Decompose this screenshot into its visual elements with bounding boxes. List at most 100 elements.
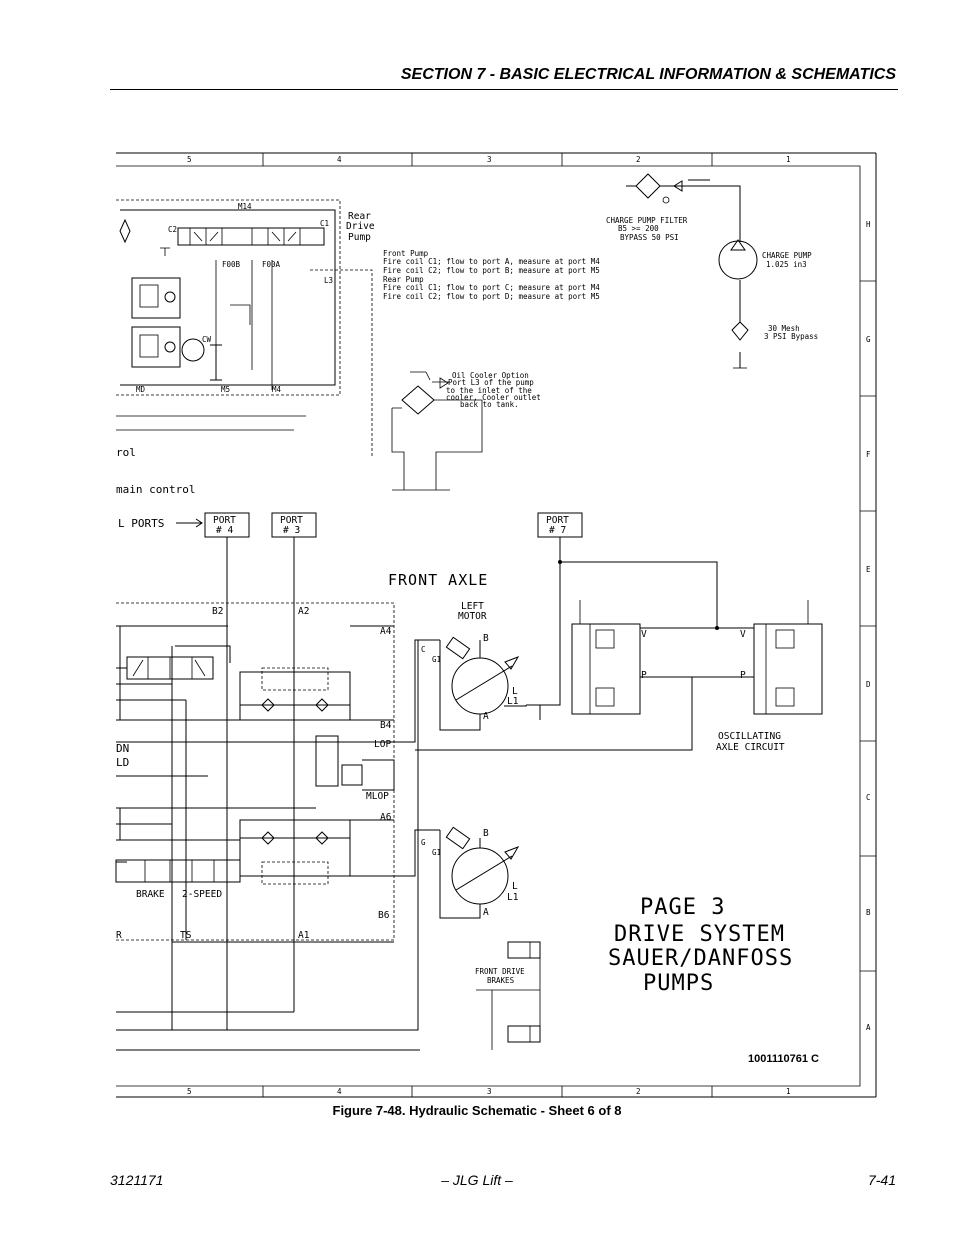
port-3-label: # 3	[283, 525, 300, 536]
col-label: 5	[187, 1087, 192, 1096]
charge-filter-label: B5 >= 200	[618, 224, 659, 233]
page-title-line: PUMPS	[643, 971, 714, 996]
label-c2: C2	[168, 225, 177, 234]
rear-drive-pump: M14 C1 C2 Rear Drive Pump F00B F00A L3 M…	[116, 199, 375, 396]
charge-pump-circuit: CHARGE PUMP FILTER B5 >= 200 BYPASS 50 P…	[606, 173, 818, 369]
port-l1: L1	[507, 892, 519, 903]
charge-filter-label: BYPASS 50 PSI	[620, 233, 679, 242]
motor-label: MOTOR	[458, 611, 487, 622]
col-label: 4	[337, 1087, 342, 1096]
port-a: A	[483, 711, 489, 722]
brakes-label: FRONT DRIVE	[475, 967, 525, 976]
col-label: 1	[786, 155, 791, 164]
left-motor-lower: B A G G1 L L1	[421, 826, 520, 919]
label-a1: A1	[298, 930, 310, 941]
label-m5: M5	[221, 385, 230, 394]
label-a4: A4	[380, 626, 392, 637]
port-l: L	[512, 881, 518, 892]
label-a6: A6	[380, 812, 392, 823]
port-c: C	[421, 645, 426, 654]
row-label: E	[866, 565, 871, 574]
osc-p: P	[641, 670, 647, 681]
port-l1: L1	[507, 696, 519, 707]
row-label: D	[866, 680, 871, 689]
charge-pump-label: CHARGE PUMP	[762, 251, 812, 260]
note-line: Fire coil C2; flow to port B; measure at…	[383, 266, 600, 275]
oil-cooler-note: to the inlet of the	[446, 386, 532, 395]
section-title: SECTION 7 - BASIC ELECTRICAL INFORMATION…	[400, 66, 896, 83]
col-label: 2	[636, 1087, 641, 1096]
label-a2: A2	[298, 606, 309, 617]
page-title-line: DRIVE SYSTEM	[614, 922, 785, 947]
label-l3: L3	[324, 276, 333, 285]
frame-col-labels-top: 5 4 3 2 1	[187, 155, 791, 164]
label-b2: B2	[212, 606, 223, 617]
frame-col-labels-bottom: 5 4 3 2 1	[187, 1087, 791, 1096]
col-label: 5	[187, 155, 192, 164]
doc-number: 1001110761 C	[748, 1053, 819, 1065]
row-label: A	[866, 1023, 871, 1032]
port-4-label: # 4	[216, 525, 233, 536]
oil-cooler-note: back to tank.	[460, 400, 519, 409]
row-label: F	[866, 450, 871, 459]
osc-label: AXLE CIRCUIT	[716, 742, 785, 753]
figure-caption: Figure 7-48. Hydraulic Schematic - Sheet…	[332, 1103, 622, 1118]
osc-label: OSCILLATING	[718, 731, 781, 742]
label-f00b: F00B	[222, 260, 241, 269]
oil-cooler-note: Oil Cooler Option	[452, 371, 529, 380]
motor-label: LEFT	[461, 601, 484, 612]
brakes-label: BRAKES	[487, 976, 515, 985]
front-axle-title: FRONT AXLE	[388, 571, 488, 589]
charge-pump-label: 1.025 in3	[766, 260, 807, 269]
frame-row-labels: H G F E D C B A	[866, 220, 871, 1032]
partial-label: rol	[116, 446, 136, 459]
front-drive-brakes: FRONT DRIVE BRAKES	[475, 941, 541, 1050]
port-7-label: PORT	[546, 515, 569, 526]
rear-pump-label: Rear	[348, 211, 371, 222]
port-a: A	[483, 907, 489, 918]
col-label: 4	[337, 155, 342, 164]
port-7-label: # 7	[549, 525, 566, 536]
row-label: H	[866, 220, 871, 229]
mesh-label: 3 PSI Bypass	[764, 332, 818, 341]
port-g1: G1	[432, 848, 441, 857]
row-label: B	[866, 908, 871, 917]
osc-v: V	[641, 629, 647, 640]
partial-label-dn: DN	[116, 742, 129, 755]
col-label: 1	[786, 1087, 791, 1096]
label-f00a: F00A	[262, 260, 281, 269]
col-label: 2	[636, 155, 641, 164]
drawing-frame	[116, 152, 877, 1098]
label-b6: B6	[378, 910, 390, 921]
label-m14: M14	[238, 202, 252, 211]
oscillating-axle-circuit: V V P P OSCILLATING AXLE CIRCUIT	[415, 537, 823, 753]
port-3-label: PORT	[280, 515, 303, 526]
page-title-block: PAGE 3 DRIVE SYSTEM SAUER/DANFOSS PUMPS …	[608, 895, 819, 1065]
partial-label: L PORTS	[118, 517, 164, 530]
footer-page-number: 7-41	[867, 1172, 896, 1188]
note-line: Front Pump	[383, 249, 429, 258]
oil-cooler: Oil Cooler Option Port L3 of the pump to…	[391, 371, 541, 491]
label-r: R	[116, 930, 122, 941]
label-md: MD	[136, 385, 146, 394]
port-4-label: PORT	[213, 515, 236, 526]
note-line: Rear Pump	[383, 275, 424, 284]
label-ts: TS	[180, 930, 192, 941]
label-lop: LOP	[374, 739, 391, 750]
rear-pump-label: Pump	[348, 232, 371, 243]
row-label: C	[866, 793, 871, 802]
l3-line	[310, 269, 373, 458]
port-b: B	[483, 828, 489, 839]
left-motor-upper: LEFT MOTOR B A C G1 L L1	[421, 601, 527, 731]
port-g: G	[421, 838, 426, 847]
mesh-label: 30 Mesh	[768, 324, 800, 333]
label-b4: B4	[380, 720, 392, 731]
oil-cooler-note: Port L3 of the pump	[448, 378, 534, 387]
col-label: 3	[487, 1087, 492, 1096]
left-partial-labels: rol main control L PORTS	[116, 415, 306, 530]
rear-pump-label: Drive	[346, 221, 375, 232]
label-c1: C1	[320, 219, 329, 228]
partial-label: main control	[116, 483, 195, 496]
header-rule	[110, 89, 898, 90]
